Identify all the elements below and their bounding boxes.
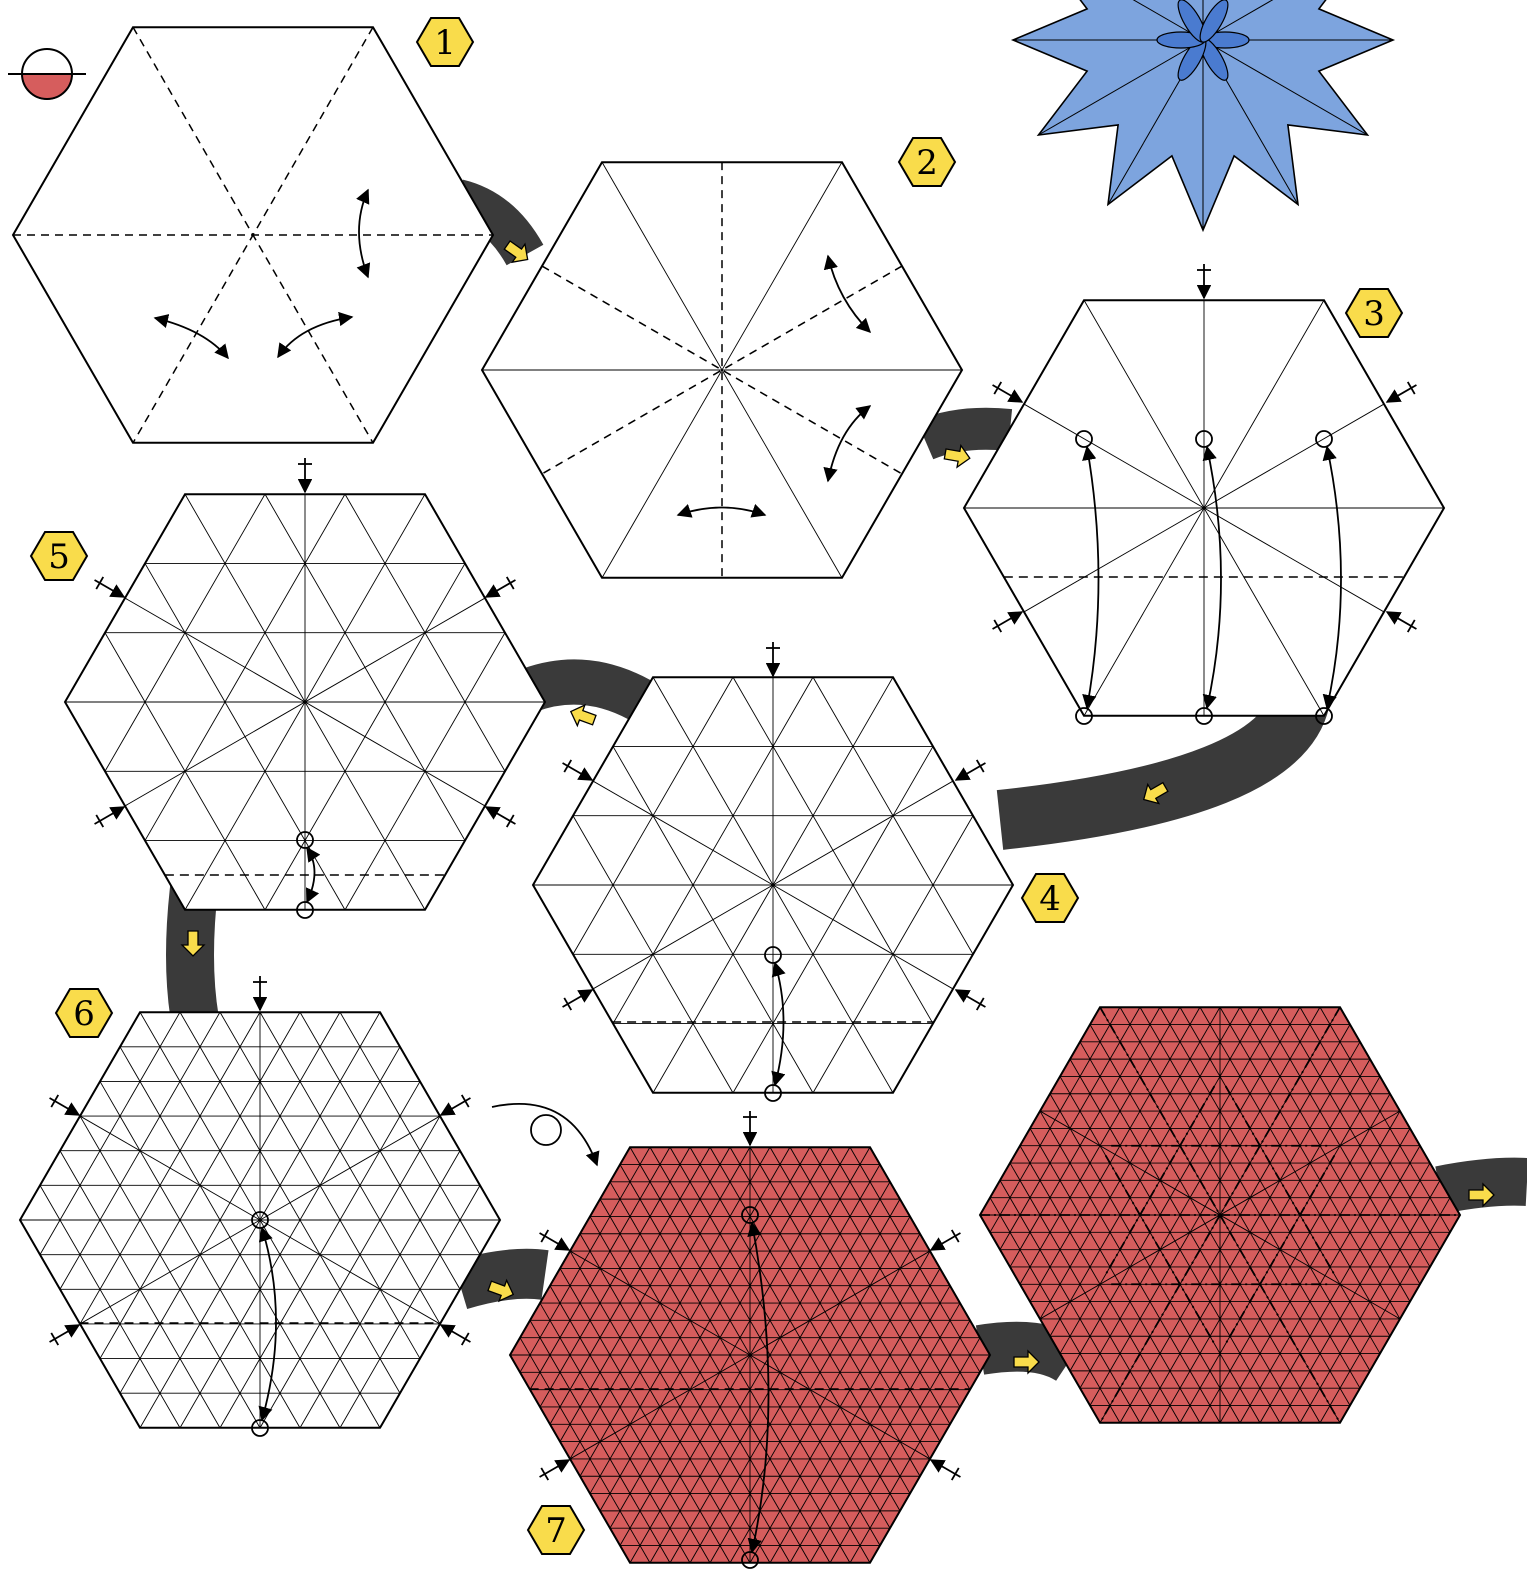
repeat-icon <box>931 1460 960 1480</box>
repeat-icon <box>486 807 515 827</box>
hex-step-7 <box>510 1147 990 1563</box>
repeat-icon <box>486 577 515 597</box>
hex-step-6 <box>20 1012 500 1428</box>
hex-step-1 <box>13 27 493 443</box>
repeat-icon <box>540 1230 569 1250</box>
repeat-icon <box>253 976 267 1010</box>
step-badge-4: 4 <box>1022 874 1078 922</box>
svg-text:2: 2 <box>916 143 938 183</box>
repeat-icon <box>1197 264 1211 298</box>
svg-text:3: 3 <box>1363 294 1385 334</box>
repeat-icon <box>766 642 780 676</box>
repeat-icon <box>441 1325 470 1345</box>
repeat-icon <box>1387 612 1416 632</box>
repeat-icon <box>993 382 1022 402</box>
step-badge-1: 1 <box>417 18 473 66</box>
svg-text:4: 4 <box>1039 879 1061 919</box>
repeat-icon <box>1387 382 1416 402</box>
repeat-icon <box>743 1111 757 1145</box>
repeat-icon <box>931 1230 960 1250</box>
repeat-icon <box>95 577 124 597</box>
repeat-icon <box>95 807 124 827</box>
hex-step-2 <box>482 162 962 578</box>
step-badge-7: 7 <box>528 1506 584 1554</box>
repeat-icon <box>563 760 592 780</box>
hex-step-4 <box>533 677 1013 1093</box>
hex-step-3 <box>964 300 1444 716</box>
repeat-icon <box>540 1460 569 1480</box>
svg-text:7: 7 <box>545 1511 567 1551</box>
repeat-icon <box>298 458 312 492</box>
svg-text:1: 1 <box>434 23 456 63</box>
repeat-icon <box>956 990 985 1010</box>
repeat-icon <box>956 760 985 780</box>
turn-over-icon <box>492 1104 597 1165</box>
repeat-icon <box>441 1095 470 1115</box>
repeat-icon <box>563 990 592 1010</box>
step-badge-5: 5 <box>31 532 87 580</box>
step-badge-2: 2 <box>899 138 955 186</box>
repeat-icon <box>993 612 1022 632</box>
svg-text:5: 5 <box>48 537 70 577</box>
finished-model-icon <box>1013 0 1393 230</box>
svg-text:6: 6 <box>73 994 95 1034</box>
repeat-icon <box>50 1095 79 1115</box>
step-badge-6: 6 <box>56 989 112 1037</box>
paper-side-icon <box>8 49 86 99</box>
step-badge-3: 3 <box>1346 289 1402 337</box>
repeat-icon <box>50 1325 79 1345</box>
